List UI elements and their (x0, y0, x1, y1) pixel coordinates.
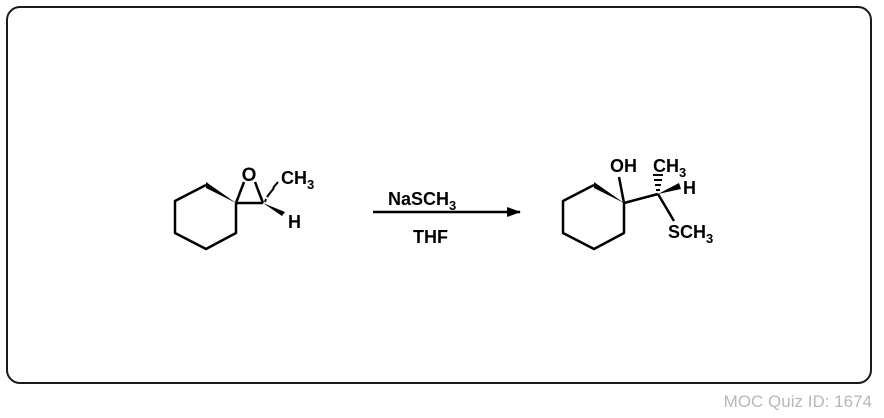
epoxide-bond-c1-o (234, 181, 246, 204)
reactant-methyl-label: CH3 (281, 168, 314, 192)
product-bond-c-chiral (623, 192, 659, 205)
diagram-frame (6, 6, 872, 384)
product-wedge-bond (594, 182, 624, 203)
product-bond-c-s (656, 193, 676, 222)
reaction-arrow-group: NaSCH3 THF (373, 189, 521, 247)
product-thiomethyl-label: SCH3 (668, 222, 713, 246)
reactant-hydrogen-label: H (288, 212, 301, 232)
product-cyclohexane-ring (561, 183, 626, 251)
reactant-hashed-bond-methyl (264, 181, 279, 203)
product-methyl-label: CH3 (653, 156, 686, 180)
product-hashed-bond-methyl (653, 174, 663, 191)
epoxide-bond-o-c2 (253, 181, 265, 204)
product-molecule: OH CH3 H SCH3 (561, 156, 713, 251)
product-hydroxyl-label: OH (610, 156, 637, 176)
product-hydrogen-label: H (683, 178, 696, 198)
reactant-wedge-bond-h (263, 203, 285, 216)
quiz-id-label: MOC Quiz ID: 1674 (723, 392, 872, 411)
solvent-label: THF (413, 227, 448, 247)
reactant-oxygen-label: O (242, 165, 257, 186)
reactant-cyclohexane-ring (173, 183, 238, 251)
reactant-molecule: O CH3 H (173, 165, 314, 251)
product-bond-c-oh (617, 176, 626, 204)
reactant-wedge-bond (206, 182, 236, 203)
reagent-label: NaSCH3 (388, 189, 456, 213)
product-wedge-bond-h (658, 183, 681, 194)
